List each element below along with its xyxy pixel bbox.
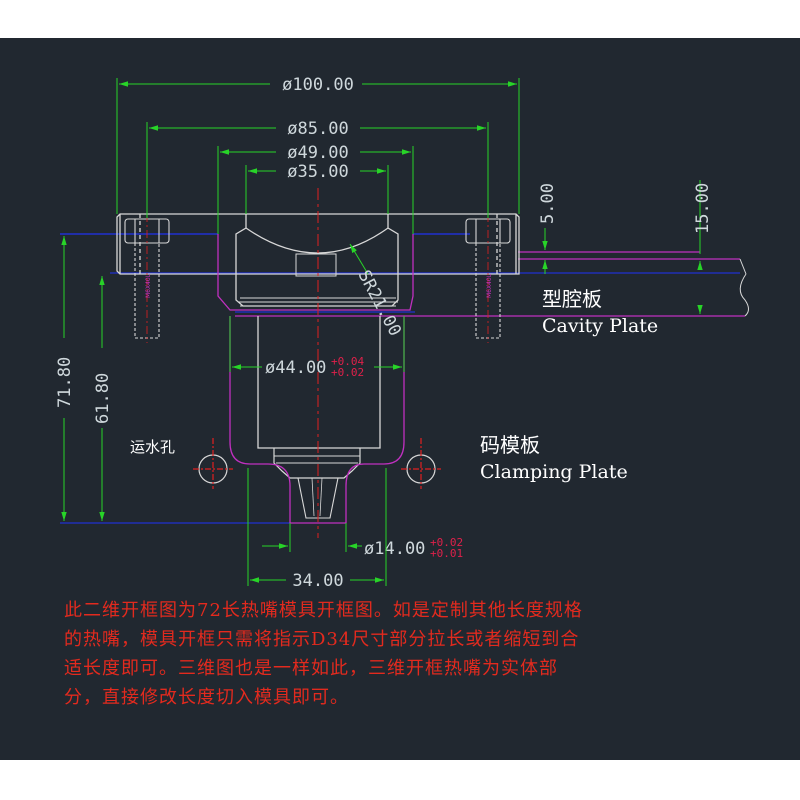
dim-d85 bbox=[146, 122, 489, 218]
dim-w34 bbox=[247, 468, 387, 586]
dim-d44 bbox=[229, 316, 405, 372]
screw-right-label: M6X40L bbox=[486, 273, 493, 298]
dim-d44-text: ø44.00 bbox=[265, 358, 326, 378]
dim-d14-tol-lower: +0.01 bbox=[430, 547, 463, 560]
dim-h61-text: 61.80 bbox=[93, 373, 113, 424]
dim-h15-text: 15.00 bbox=[693, 183, 713, 234]
dim-d35-text: ø35.00 bbox=[287, 162, 348, 182]
screw-left-label: M6X40L bbox=[145, 273, 152, 298]
nozzle-flange bbox=[116, 213, 520, 275]
water-hole-left bbox=[193, 438, 233, 489]
dim-d100-text: ø100.00 bbox=[282, 75, 354, 95]
dim-d44-tol-lower: +0.02 bbox=[331, 366, 364, 379]
explanation-note: 此二维开框图为72长热嘴模具开框图。如是定制其他长度规格的热嘴，模具开框只需将指… bbox=[64, 600, 583, 708]
dim-d14-text: ø14.00 bbox=[364, 539, 425, 559]
dim-h71-text: 71.80 bbox=[55, 357, 75, 408]
water-hole-right bbox=[401, 438, 441, 489]
screw-right bbox=[465, 214, 511, 343]
screw-left bbox=[124, 214, 170, 343]
nozzle-body bbox=[229, 316, 405, 524]
dim-d49 bbox=[217, 146, 414, 234]
cavity-plate-label-cn: 型腔板 bbox=[542, 287, 602, 311]
plate-lines bbox=[60, 233, 749, 524]
dim-w34-text: 34.00 bbox=[292, 571, 343, 591]
dim-d14 bbox=[262, 523, 362, 552]
technical-drawing: M6X40L M6X40L ø100.00 ø85.00 bbox=[55, 75, 749, 591]
dim-h5-text: 5.00 bbox=[538, 183, 558, 224]
dim-d35 bbox=[245, 165, 389, 214]
clamping-plate-label-en: Clamping Plate bbox=[480, 461, 628, 483]
cad-drawing-area: M6X40L M6X40L ø100.00 ø85.00 bbox=[0, 38, 800, 760]
clamping-plate-label-cn: 码模板 bbox=[480, 433, 540, 457]
cavity-plate-label-en: Cavity Plate bbox=[542, 315, 658, 337]
water-hole-label: 运水孔 bbox=[130, 438, 175, 456]
dim-sr-text: SR21.00 bbox=[354, 267, 405, 340]
dim-d100 bbox=[116, 78, 520, 214]
dim-sr bbox=[349, 243, 369, 275]
dim-d49-text: ø49.00 bbox=[287, 143, 348, 163]
dim-d44-tol-upper: +0.04 bbox=[331, 355, 364, 368]
dim-d85-text: ø85.00 bbox=[287, 119, 348, 139]
dim-d14-tol-upper: +0.02 bbox=[430, 536, 463, 549]
